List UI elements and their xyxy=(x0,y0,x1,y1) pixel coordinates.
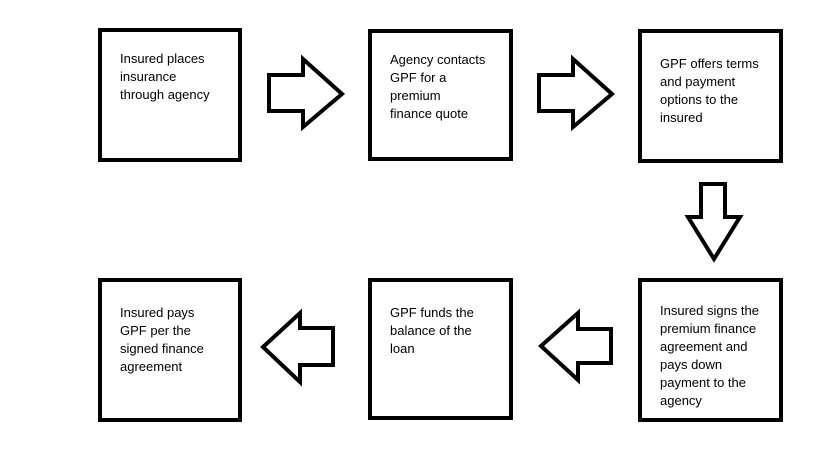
arrow-left-icon xyxy=(538,308,613,385)
arrow-right-icon xyxy=(267,54,346,132)
step-5-text: GPF funds the balance of the loan xyxy=(390,305,474,356)
step-6-box: Insured pays GPF per the signed finance … xyxy=(98,278,242,422)
step-3-box: GPF offers terms and payment options to … xyxy=(638,29,783,163)
step-2-text: Agency contacts GPF for a premium financ… xyxy=(390,52,486,121)
arrow-right-icon xyxy=(537,54,616,132)
step-4-text: Insured signs the premium finance agreem… xyxy=(660,303,760,408)
arrow-left-icon xyxy=(260,308,335,387)
step-2-box: Agency contacts GPF for a premium financ… xyxy=(368,29,513,161)
step-4-box: Insured signs the premium finance agreem… xyxy=(638,278,783,422)
step-5-box: GPF funds the balance of the loan xyxy=(368,278,513,420)
arrow-down-icon xyxy=(684,182,744,263)
step-3-text: GPF offers terms and payment options to … xyxy=(660,56,759,125)
step-1-box: Insured places insurance through agency xyxy=(98,28,242,162)
step-6-text: Insured pays GPF per the signed finance … xyxy=(120,305,204,374)
step-1-text: Insured places insurance through agency xyxy=(120,51,210,102)
